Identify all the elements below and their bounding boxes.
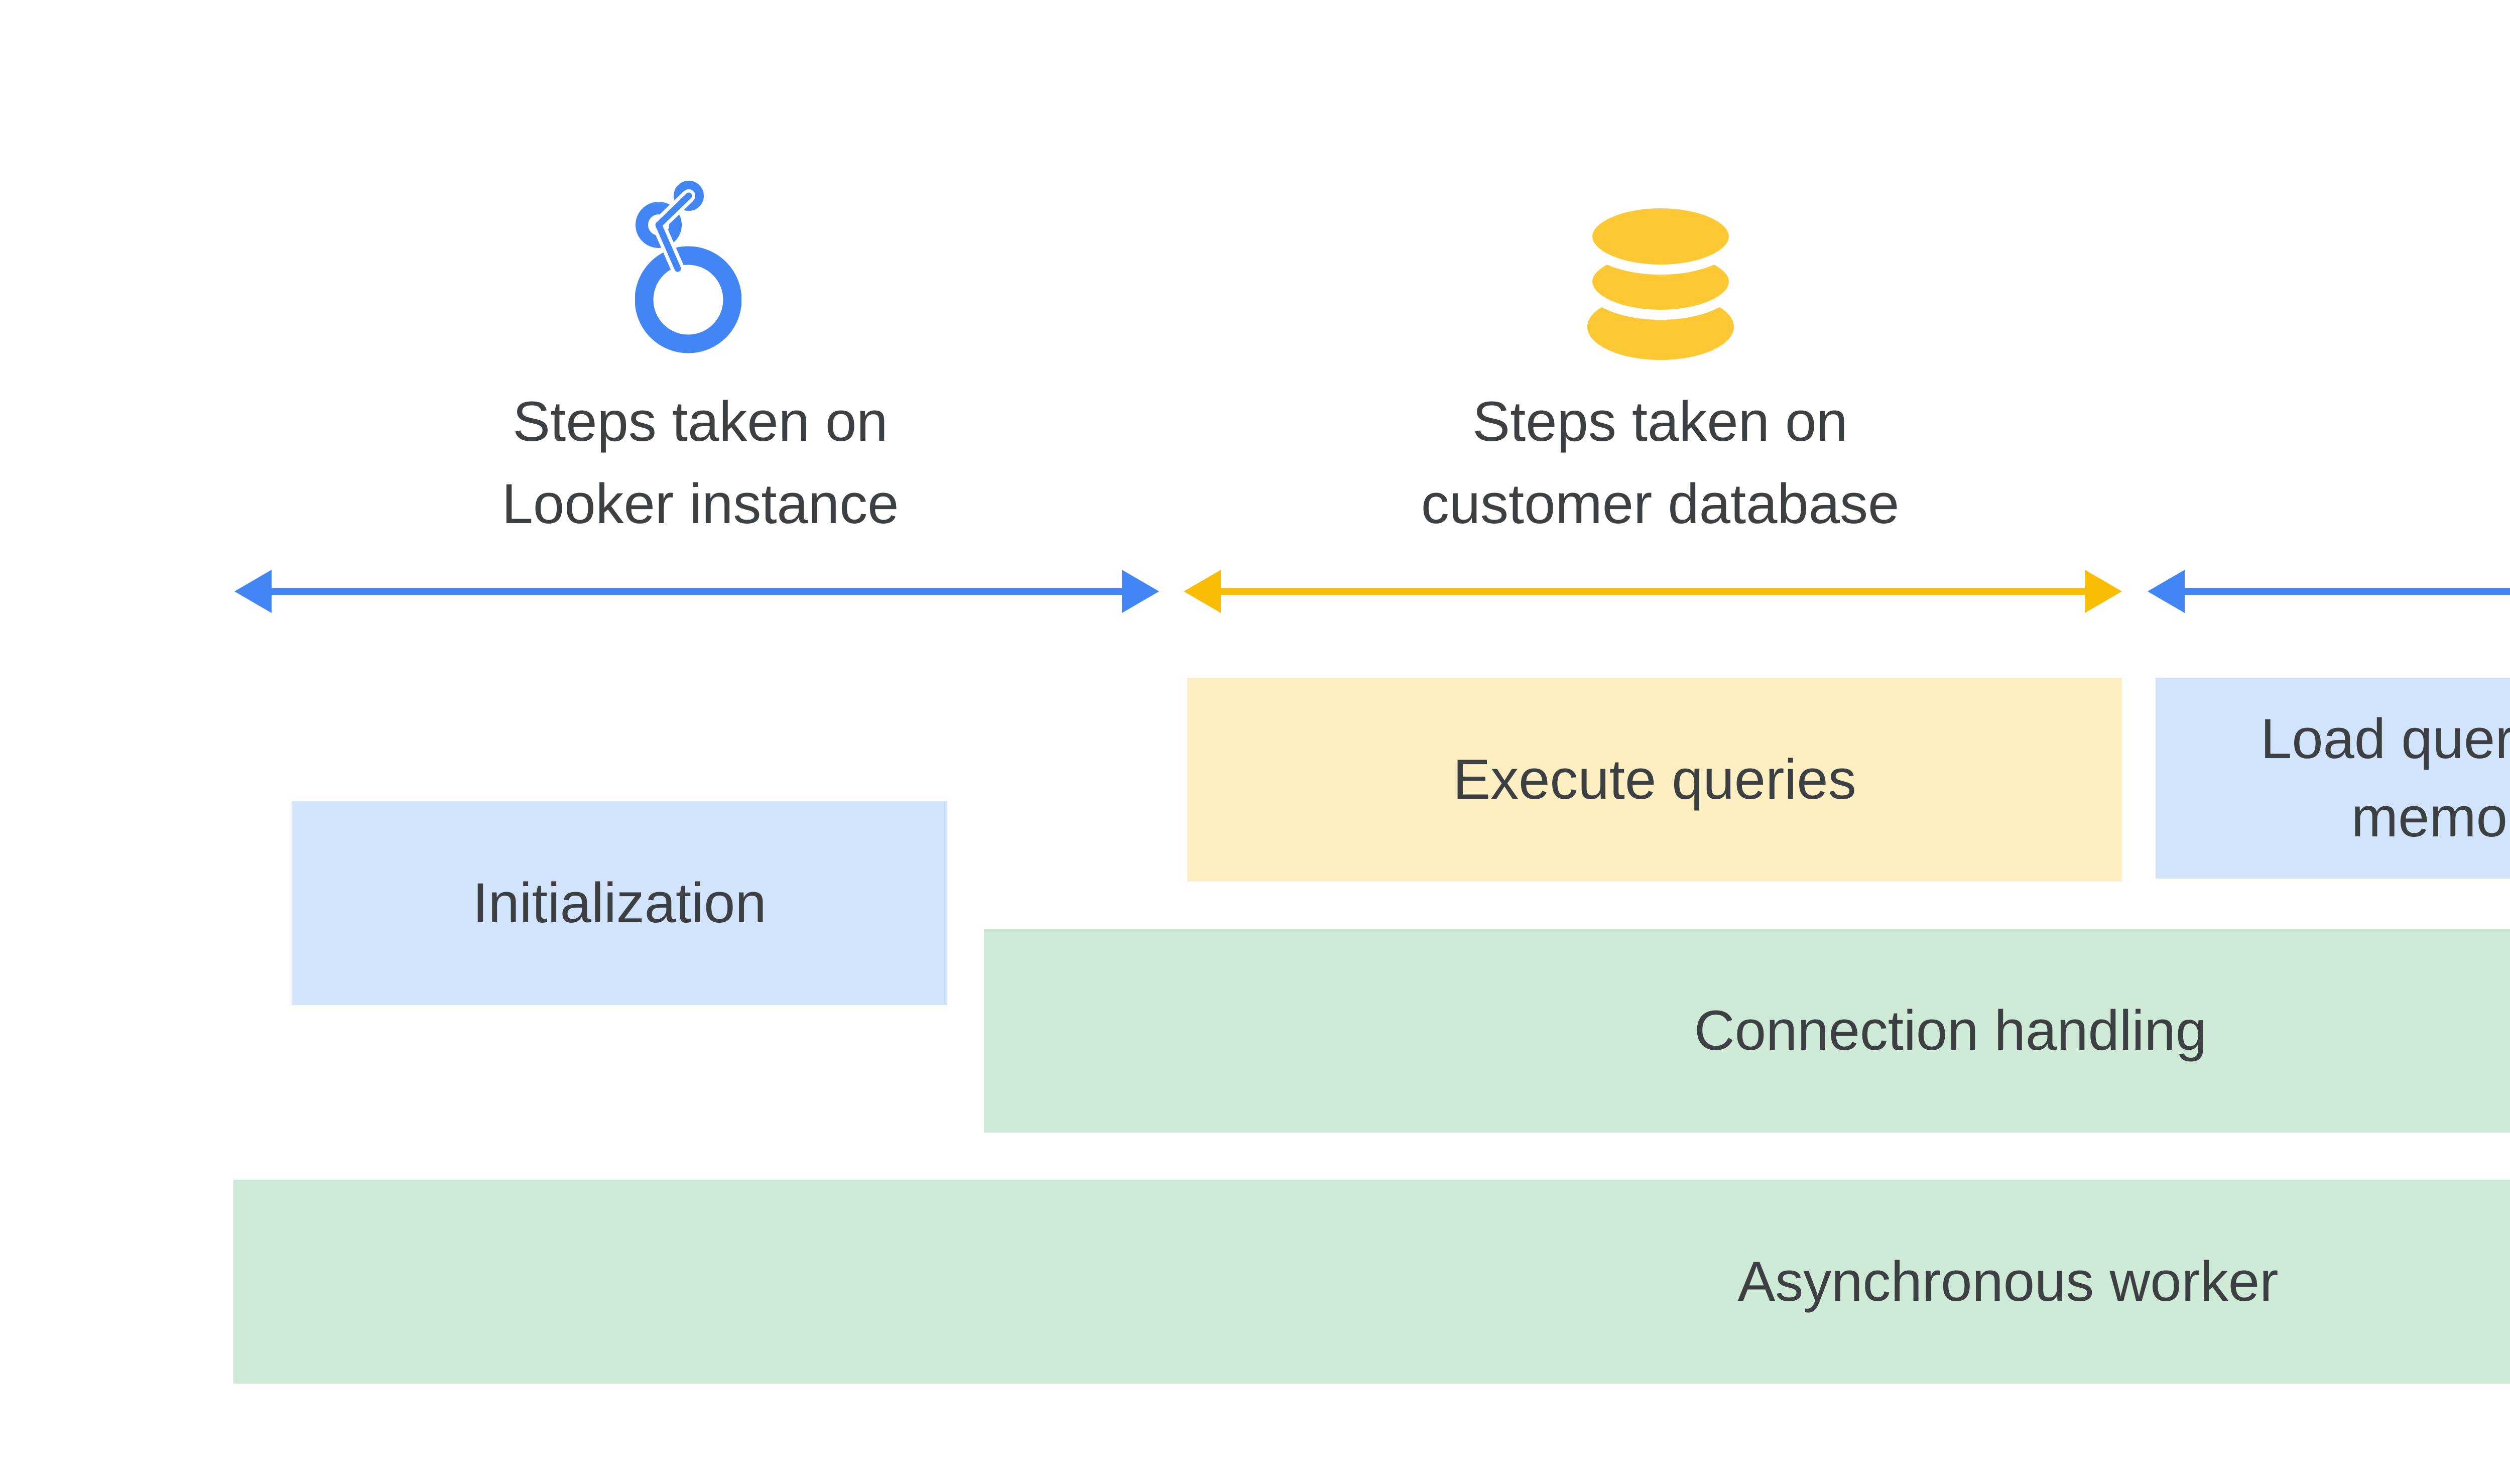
- database-icon: [1582, 197, 1739, 363]
- left-arrowhead-icon: [2148, 570, 2185, 613]
- box-label: Connection handling: [1694, 999, 2207, 1062]
- arrow-line: [266, 588, 1128, 595]
- arrow-line: [1215, 588, 2091, 595]
- caption-line: customer database: [1421, 472, 1900, 535]
- database-icon: [1582, 198, 1739, 360]
- box-label: Load queries in: [2261, 707, 2510, 770]
- initialization-box: Initialization: [292, 801, 947, 1005]
- asynchronous-worker-box: Asynchronous worker: [233, 1180, 2510, 1384]
- right-arrowhead-icon: [2085, 570, 2122, 613]
- left-arrowhead-icon: [1184, 570, 1221, 613]
- box-label: Initialization: [472, 872, 767, 934]
- box-label: memory: [2351, 786, 2510, 848]
- left-arrowhead-icon: [234, 570, 272, 613]
- looker-instance-scope-arrow-right: [2148, 570, 2510, 613]
- caption-line: Steps taken on: [513, 390, 888, 453]
- box-label: Asynchronous worker: [1737, 1250, 2279, 1313]
- load-queries-in-memory-box: Load queries in memory: [2156, 678, 2510, 879]
- looker-logo-icon: [635, 181, 742, 354]
- caption-looker-instance-left: Steps taken on Looker instance: [274, 381, 1127, 545]
- looker-logo-icon: [635, 181, 742, 353]
- caption-line: Looker instance: [501, 472, 899, 535]
- execute-queries-box: Execute queries: [1187, 678, 2122, 882]
- looker-instance-scope-arrow-left: [234, 570, 1159, 613]
- caption-customer-database: Steps taken on customer database: [1233, 381, 2087, 545]
- right-arrowhead-icon: [1122, 570, 1159, 613]
- caption-line: Steps taken on: [1472, 390, 1848, 453]
- arrow-line: [2179, 588, 2510, 595]
- connection-handling-box: Connection handling: [984, 929, 2510, 1133]
- box-label: Execute queries: [1453, 748, 1856, 811]
- customer-database-scope-arrow: [1184, 570, 2122, 613]
